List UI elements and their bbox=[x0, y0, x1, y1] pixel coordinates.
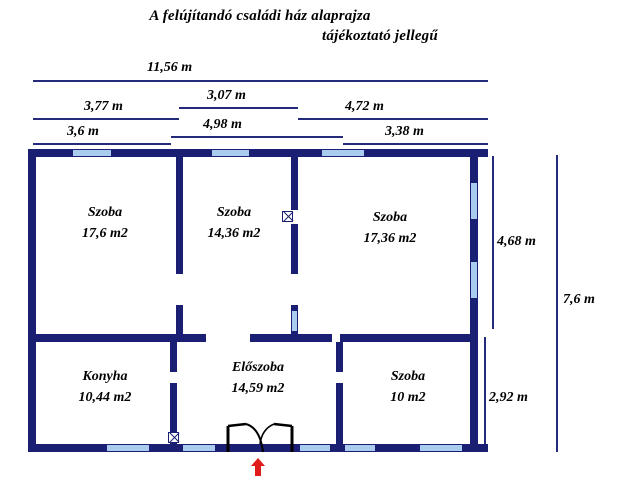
dimension-label-row2-right: 4,72 m bbox=[345, 99, 384, 114]
dimension-line-row2-middle bbox=[179, 107, 298, 109]
exterior-wall-right bbox=[470, 149, 478, 452]
interior-wall-upper-v1-top bbox=[176, 157, 183, 274]
window-bottom-2 bbox=[183, 445, 215, 451]
room-label-konyha: Konyha 10,44 m2 bbox=[45, 367, 165, 409]
room-name: Előszoba bbox=[231, 360, 285, 375]
room-name: Szoba bbox=[87, 205, 123, 220]
dimension-label-row3-middle: 4,98 m bbox=[203, 117, 242, 132]
window-bottom-3 bbox=[300, 445, 330, 451]
dimension-label-row2-left: 3,77 m bbox=[84, 99, 123, 114]
title-block: A felújítandó családi ház alaprajza tájé… bbox=[0, 6, 640, 46]
dimension-label-row3-left: 3,6 m bbox=[67, 124, 99, 139]
window-top-2 bbox=[212, 150, 249, 156]
dimension-label-right-lower: 2,92 m bbox=[489, 390, 528, 405]
dimension-line-overall-width bbox=[33, 80, 488, 82]
double-door-icon[interactable] bbox=[222, 418, 298, 454]
room-name: Szoba bbox=[390, 369, 426, 384]
dimension-line-overall-height bbox=[556, 155, 558, 452]
page-title-line-2: tájékoztató jellegű bbox=[322, 28, 438, 44]
interior-wall-lower-v2-top bbox=[336, 342, 343, 372]
dimension-line-row3-left bbox=[33, 143, 171, 145]
room-area: 14,36 m2 bbox=[207, 226, 261, 241]
room-label-eloszoba: Előszoba 14,59 m2 bbox=[200, 358, 316, 400]
window-right-2 bbox=[471, 262, 477, 298]
interior-wall-mid-center bbox=[250, 334, 332, 342]
dimension-line-row3-middle bbox=[171, 136, 343, 138]
room-area: 10 m2 bbox=[390, 390, 426, 405]
room-name: Szoba bbox=[216, 205, 252, 220]
dimension-label-overall-width: 11,56 m bbox=[147, 60, 193, 75]
room-area: 10,44 m2 bbox=[78, 390, 132, 405]
interior-wall-mid-right bbox=[340, 334, 478, 342]
window-bottom-5 bbox=[420, 445, 462, 451]
interior-wall-mid-left bbox=[28, 334, 206, 342]
door-x-icon-bedroom[interactable] bbox=[282, 211, 293, 222]
dimension-line-right-lower bbox=[484, 337, 486, 451]
room-label-szoba-3: Szoba 17,36 m2 bbox=[330, 208, 450, 250]
window-bottom-4 bbox=[345, 445, 375, 451]
exterior-wall-left bbox=[28, 149, 36, 452]
room-area: 14,59 m2 bbox=[231, 381, 285, 396]
dimension-label-row2-middle: 3,07 m bbox=[207, 88, 246, 103]
interior-wall-upper-v2-mid bbox=[291, 224, 298, 274]
window-top-3 bbox=[322, 150, 364, 156]
dimension-label-right-upper: 4,68 m bbox=[497, 234, 536, 249]
exterior-wall-top bbox=[28, 149, 488, 157]
room-label-szoba-1: Szoba 17,6 m2 bbox=[50, 203, 160, 245]
dimension-line-right-upper bbox=[492, 156, 494, 329]
exterior-wall-bottom bbox=[28, 444, 488, 452]
interior-wall-lower-v1-bottom bbox=[170, 383, 177, 452]
window-top-1 bbox=[73, 150, 111, 156]
page-title-line-1: A felújítandó családi ház alaprajza bbox=[149, 8, 371, 24]
interior-wall-lower-v1-top bbox=[170, 342, 177, 372]
door-opening-upper-v2 bbox=[292, 311, 297, 331]
dimension-line-row2-left bbox=[33, 118, 179, 120]
dimension-label-row3-right: 3,38 m bbox=[385, 124, 424, 139]
room-area: 17,6 m2 bbox=[82, 226, 128, 241]
interior-wall-lower-v2-bottom bbox=[336, 383, 343, 452]
room-label-szoba-2: Szoba 14,36 m2 bbox=[182, 203, 286, 245]
interior-wall-upper-v1-bottom bbox=[176, 305, 183, 335]
room-name: Szoba bbox=[372, 210, 408, 225]
room-label-szoba-4: Szoba 10 m2 bbox=[355, 367, 461, 409]
door-x-icon-kitchen[interactable] bbox=[168, 432, 179, 443]
window-right-1 bbox=[471, 183, 477, 219]
interior-wall-upper-v2-top bbox=[291, 157, 298, 210]
room-name: Konyha bbox=[82, 369, 128, 384]
dimension-line-row2-right bbox=[298, 118, 488, 120]
window-bottom-1 bbox=[107, 445, 149, 451]
dimension-label-overall-height: 7,6 m bbox=[563, 292, 595, 307]
up-arrow-icon bbox=[251, 458, 265, 476]
room-area: 17,36 m2 bbox=[363, 231, 417, 246]
dimension-line-row3-right bbox=[343, 143, 488, 145]
